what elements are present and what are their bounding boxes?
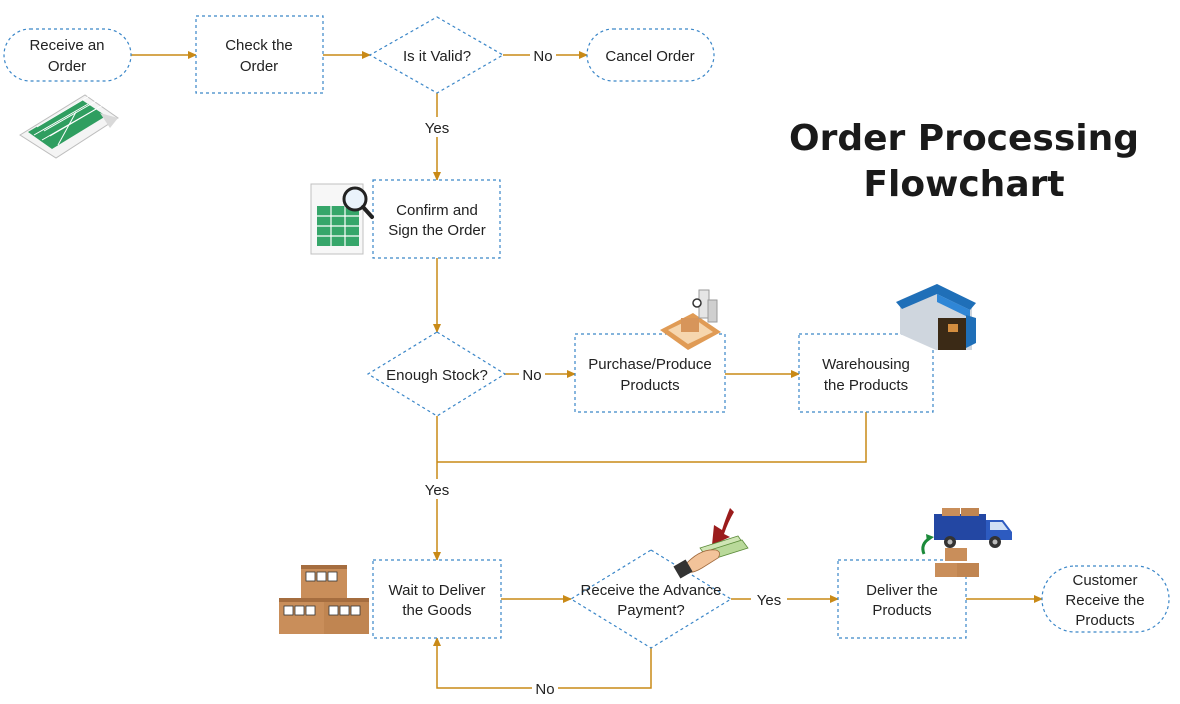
label-stock-no: No xyxy=(522,367,541,384)
node-confirm-sign: Confirm and Sign the Order xyxy=(372,179,501,259)
node-warehousing: Warehousing the Products xyxy=(798,333,934,413)
title-line-2: Flowchart xyxy=(863,164,1064,205)
label-payment-yes: Yes xyxy=(757,592,781,609)
edge-labels: No Yes No Yes Yes No xyxy=(419,45,787,698)
boxes-icon xyxy=(279,565,369,634)
svg-text:Check the: Check the xyxy=(225,37,293,54)
edge-warehouse-return xyxy=(437,412,867,463)
svg-text:Sign the Order: Sign the Order xyxy=(388,222,486,239)
node-wait-deliver: Wait to Deliver the Goods xyxy=(372,559,502,639)
svg-text:the Goods: the Goods xyxy=(402,602,471,619)
node-purchase-produce: Purchase/Produce Products xyxy=(574,333,726,413)
inspection-box-icon xyxy=(660,289,721,350)
svg-text:Receive the Advance: Receive the Advance xyxy=(581,582,722,599)
svg-text:Receive an: Receive an xyxy=(29,37,104,54)
svg-text:the Products: the Products xyxy=(824,377,908,394)
svg-text:Payment?: Payment? xyxy=(617,602,685,619)
title-line-1: Order Processing xyxy=(789,118,1139,159)
node-customer-receive: Customer Receive the Products xyxy=(1041,565,1170,633)
svg-text:Enough Stock?: Enough Stock? xyxy=(386,367,488,384)
node-receive-order: Receive an Order xyxy=(3,28,132,82)
svg-text:Deliver the: Deliver the xyxy=(866,582,938,599)
label-valid-no: No xyxy=(533,48,552,65)
svg-text:Confirm and: Confirm and xyxy=(396,202,478,219)
warehouse-icon xyxy=(896,284,976,350)
svg-text:Is it Valid?: Is it Valid? xyxy=(403,48,471,65)
label-stock-yes: Yes xyxy=(425,482,449,499)
chart-title: Order Processing Flowchart xyxy=(789,118,1139,205)
node-cancel-order: Cancel Order xyxy=(586,28,715,82)
svg-text:Warehousing: Warehousing xyxy=(822,356,910,373)
node-deliver-products: Deliver the Products xyxy=(837,559,967,639)
spreadsheet-icon xyxy=(19,94,119,159)
payment-hand-icon xyxy=(673,508,749,579)
spreadsheet-search-icon xyxy=(310,183,374,255)
svg-text:Products: Products xyxy=(620,377,679,394)
svg-text:Receive the: Receive the xyxy=(1065,592,1144,609)
svg-text:Order: Order xyxy=(48,58,86,75)
node-is-valid-decision: Is it Valid? xyxy=(368,16,505,94)
node-enough-stock-decision: Enough Stock? xyxy=(366,331,507,417)
svg-text:Products: Products xyxy=(1075,612,1134,629)
node-check-order: Check the Order xyxy=(195,15,324,94)
label-payment-no: No xyxy=(535,681,554,698)
label-valid-yes: Yes xyxy=(425,120,449,137)
svg-text:Purchase/Produce: Purchase/Produce xyxy=(588,356,711,373)
node-advance-payment-decision: Receive the Advance Payment? xyxy=(569,549,733,649)
svg-text:Cancel Order: Cancel Order xyxy=(605,48,694,65)
svg-text:Order: Order xyxy=(240,58,278,75)
delivery-truck-icon xyxy=(921,508,1012,577)
svg-text:Wait to Deliver: Wait to Deliver xyxy=(389,582,486,599)
svg-text:Products: Products xyxy=(872,602,931,619)
svg-text:Customer: Customer xyxy=(1072,572,1137,589)
